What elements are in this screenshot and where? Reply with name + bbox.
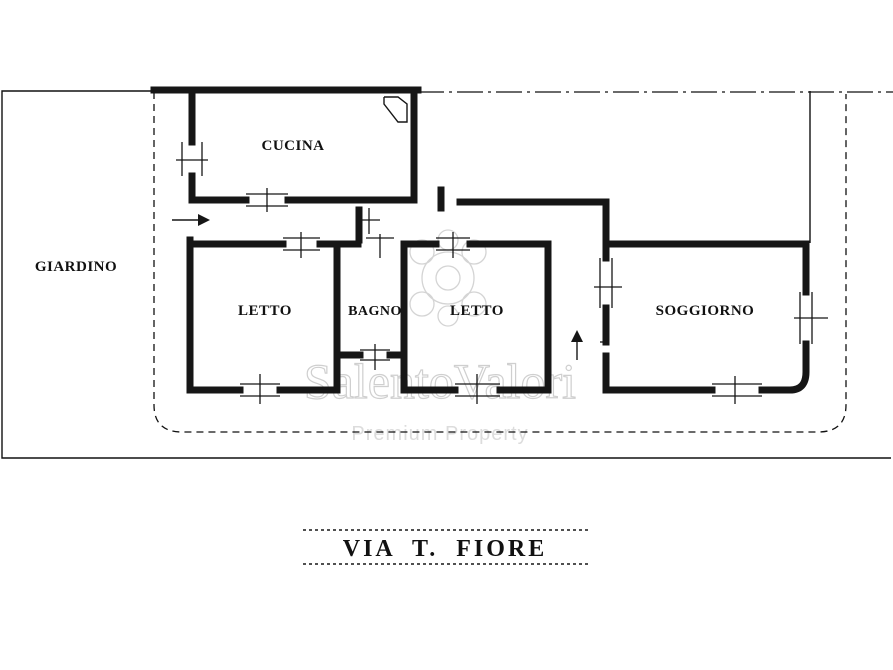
street-label-box: VIA T. FIORE xyxy=(303,529,588,565)
kitchen-counter xyxy=(383,96,408,123)
room-label-soggiorno: SOGGIORNO xyxy=(656,303,755,319)
entry-arrow-left xyxy=(172,214,210,226)
room-label-letto-right: LETTO xyxy=(450,303,504,319)
room-label-cucina: CUCINA xyxy=(262,138,325,154)
watermark-emblem xyxy=(409,229,487,327)
walls xyxy=(150,86,810,394)
room-label-giardino: GIARDINO xyxy=(35,259,117,275)
room-label-letto-left: LETTO xyxy=(238,303,292,319)
room-label-bagno: BAGNO xyxy=(348,304,402,319)
window-openings xyxy=(176,142,828,404)
watermark-tagline: Premium Property xyxy=(351,423,528,445)
lot-boundary xyxy=(1,90,891,459)
street-name: VIA T. FIORE xyxy=(343,536,547,562)
watermark: SalentoValori Premium Property xyxy=(303,229,577,445)
property-line xyxy=(153,91,893,433)
watermark-brand: SalentoValori xyxy=(304,353,576,409)
entry-arrow-up xyxy=(571,330,583,360)
